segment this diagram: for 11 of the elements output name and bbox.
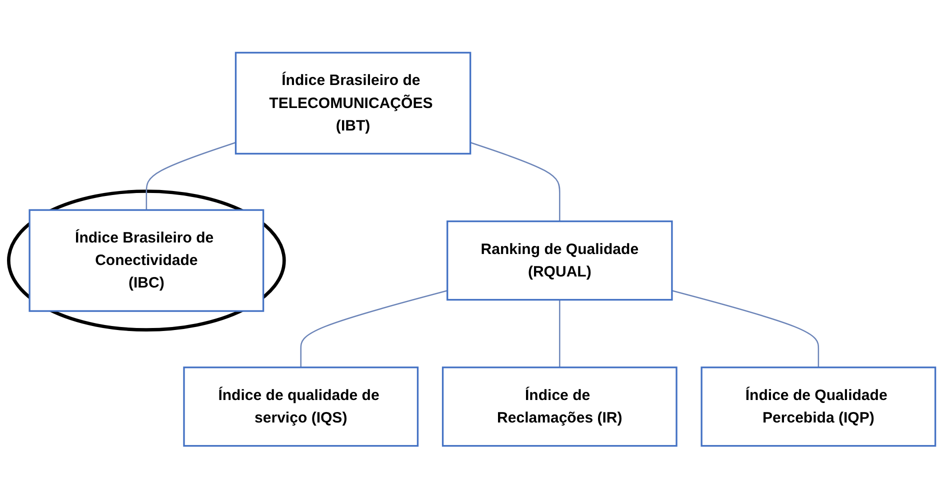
node-box: Índice de Reclamações (IR) bbox=[442, 366, 678, 447]
node-box: Índice de Qualidade Percebida (IQP) bbox=[700, 366, 936, 447]
connector bbox=[672, 290, 820, 368]
connector bbox=[300, 290, 448, 368]
node-box: Índice Brasileiro de TELECOMUNICAÇÕES (IBT) bbox=[234, 52, 472, 155]
connector bbox=[559, 300, 560, 368]
node-box: Ranking de Qualidade (RQUAL) bbox=[446, 220, 673, 301]
node-box: Índice de qualidade de serviço (IQS) bbox=[183, 366, 419, 447]
connector bbox=[470, 142, 560, 222]
connector bbox=[146, 142, 236, 210]
node-box: Índice Brasileiro de Conectividade (IBC) bbox=[28, 209, 264, 312]
